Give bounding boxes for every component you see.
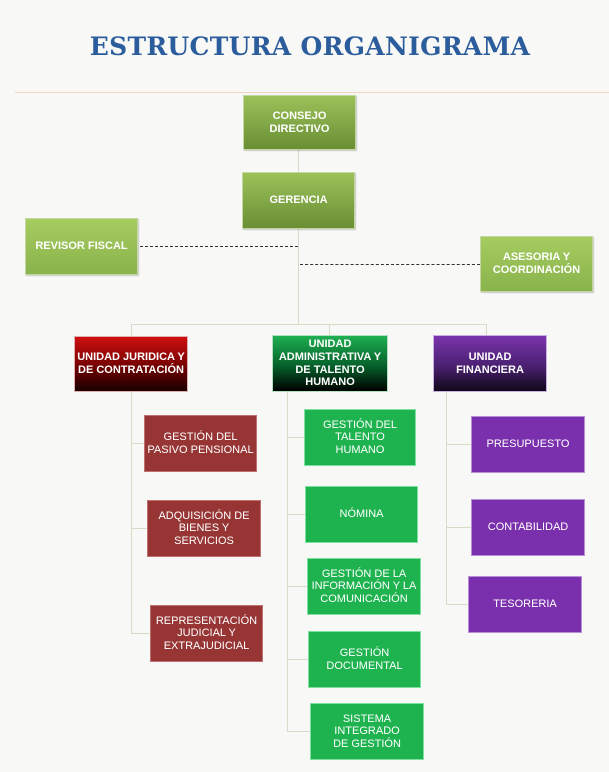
node-unidad-administrativa: UNIDAD ADMINISTRATIVA Y DE TALENTO HUMAN… — [272, 335, 388, 392]
connector — [131, 392, 132, 634]
node-representacion: REPRESENTACIÓN JUDICIAL Y EXTRAJUDICIAL — [150, 605, 263, 662]
node-adquisicion: ADQUISICIÓN DE BIENES Y SERVICIOS — [147, 500, 261, 557]
node-talento-humano: GESTIÓN DEL TALENTO HUMANO — [304, 409, 416, 466]
connector — [287, 514, 305, 515]
node-informacion-comunicacion: GESTIÓN DE LA INFORMACIÓN Y LA COMUNICAC… — [307, 558, 421, 615]
connector — [131, 324, 486, 325]
connector — [131, 528, 147, 529]
node-asesoria-coordinacion: ASESORIA Y COORDINACIÓN — [480, 236, 593, 292]
connector — [446, 392, 447, 605]
node-sistema-integrado: SISTEMA INTEGRADO DE GESTIÓN — [310, 703, 424, 760]
dashed-connector — [140, 246, 298, 247]
connector — [486, 324, 487, 335]
connector — [298, 229, 299, 324]
node-pasivo-pensional: GESTIÓN DEL PASIVO PENSIONAL — [144, 415, 257, 472]
node-revisor-fiscal: REVISOR FISCAL — [25, 218, 138, 275]
node-presupuesto: PRESUPUESTO — [471, 416, 585, 473]
title-divider — [15, 92, 609, 93]
connector — [287, 659, 308, 660]
connector — [131, 443, 144, 444]
node-unidad-financiera: UNIDAD FINANCIERA — [433, 335, 547, 392]
node-unidad-juridica: UNIDAD JURIDICA Y DE CONTRATACIÓN — [74, 336, 188, 392]
connector — [446, 444, 471, 445]
node-gerencia: GERENCIA — [242, 172, 355, 229]
node-consejo-directivo: CONSEJO DIRECTIVO — [243, 95, 356, 150]
dashed-connector — [300, 264, 480, 265]
connector — [287, 586, 307, 587]
connector — [446, 527, 471, 528]
node-gestion-documental: GESTIÓN DOCUMENTAL — [308, 631, 421, 688]
connector — [287, 392, 288, 732]
connector — [329, 324, 330, 335]
node-tesoreria: TESORERIA — [468, 576, 582, 633]
connector — [298, 150, 299, 172]
connector — [131, 633, 150, 634]
node-nomina: NÓMINA — [305, 486, 418, 543]
connector — [287, 437, 304, 438]
connector — [287, 731, 310, 732]
connector — [131, 324, 132, 336]
connector — [446, 604, 468, 605]
node-contabilidad: CONTABILIDAD — [471, 499, 585, 556]
page-title: ESTRUCTURA ORGANIGRAMA — [89, 32, 531, 61]
